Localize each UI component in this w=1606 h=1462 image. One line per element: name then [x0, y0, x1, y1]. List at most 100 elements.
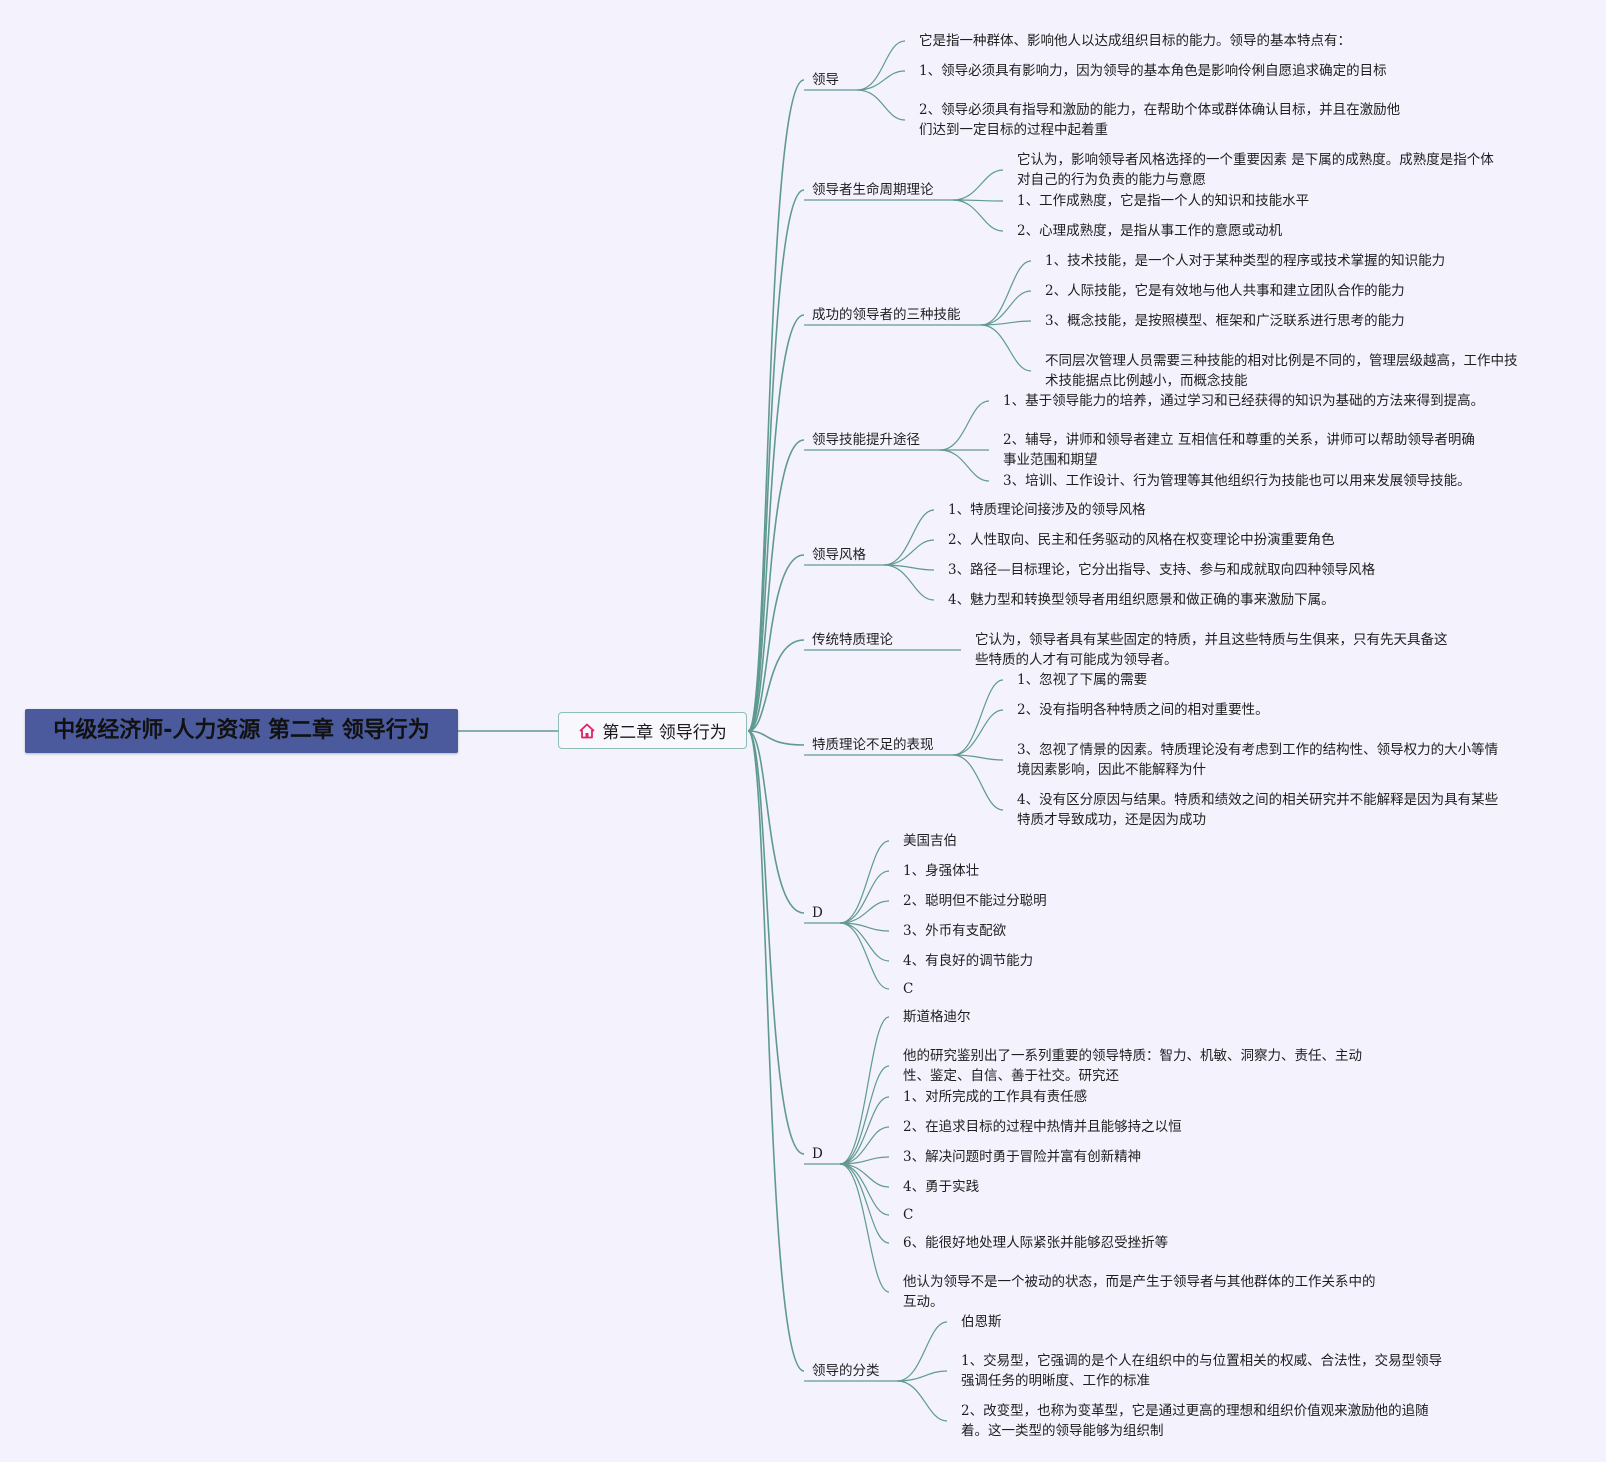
connector-line — [980, 324, 1032, 372]
subtopic[interactable]: 2、辅导，讲师和领导者建立 互相信任和尊重的关系，讲师可以帮助领导者明确 事业范… — [1003, 432, 1475, 468]
subtopic[interactable]: 它是指一种群体、影响他人以达成组织目标的能力。领导的基本特点有： — [919, 33, 1351, 49]
subtopic[interactable]: 2、聪明但不能过分聪明 — [903, 893, 1047, 909]
connector-line — [856, 70, 906, 91]
branch-topic[interactable]: 领导技能提升途径 — [812, 432, 920, 448]
branch-topic[interactable]: D — [812, 905, 823, 921]
subtopic[interactable]: 3、忽视了情景的因素。特质理论没有考虑到工作的结构性、领导权力的大小等情 境因素… — [1017, 742, 1499, 778]
connector-line — [839, 922, 890, 990]
subtopic[interactable]: 1、基于领导能力的培养，通过学习和已经获得的知识为基础的方法来得到提高。 — [1003, 393, 1485, 409]
connector-line — [839, 1096, 890, 1165]
connector-line — [980, 320, 1032, 326]
branch-topic[interactable]: D — [812, 1146, 823, 1162]
connector-line — [939, 449, 990, 482]
subtopic[interactable]: 4、没有区分原因与结果。特质和绩效之间的相关研究并不能解释是因为具有某些 特质才… — [1017, 792, 1499, 828]
connector-line — [883, 539, 935, 566]
connector-line — [747, 730, 805, 914]
subtopic[interactable]: 1、特质理论间接涉及的领导风格 — [948, 502, 1146, 518]
subtopic[interactable]: 2、在追求目标的过程中热情并且能够持之以恒 — [903, 1119, 1182, 1135]
connector-line — [952, 754, 1004, 761]
subtopic[interactable]: 美国吉伯 — [903, 833, 957, 849]
root-topic[interactable]: 中级经济师-人力资源 第二章 领导行为 — [25, 709, 458, 753]
connector-line — [980, 260, 1032, 326]
connector-line — [747, 314, 805, 732]
connector-line — [839, 900, 890, 924]
subtopic[interactable]: 不同层次管理人员需要三种技能的相对比例是不同的，管理层级越高，工作中技 术技能据… — [1045, 353, 1518, 389]
subtopic[interactable]: 4、勇于实践 — [903, 1179, 980, 1195]
subtopic[interactable]: 2、没有指明各种特质之间的相对重要性。 — [1017, 702, 1269, 718]
branch-topic[interactable]: 领导风格 — [812, 547, 866, 563]
branch-topic[interactable]: 领导 — [812, 72, 839, 88]
subtopic[interactable]: 2、心理成熟度，是指从事工作的意愿或动机 — [1017, 223, 1283, 239]
subtopic[interactable]: 它认为，领导者具有某些固定的特质，并且这些特质与生俱来，只有先天具备这 些特质的… — [975, 632, 1448, 668]
connector-line — [856, 89, 906, 121]
connector-line — [747, 730, 805, 1372]
subtopic[interactable]: 3、外币有支配欲 — [903, 923, 1007, 939]
connector-line — [952, 754, 1004, 811]
subtopic[interactable]: C — [903, 1207, 914, 1223]
connector-line — [883, 509, 935, 566]
subtopic[interactable]: 伯恩斯 — [961, 1314, 1002, 1330]
subtopic[interactable]: 6、能很好地处理人际紧张并能够忍受挫折等 — [903, 1235, 1169, 1251]
subtopic[interactable]: 他认为领导不是一个被动的状态，而是产生于领导者与其他群体的工作关系中的 互动。 — [903, 1274, 1376, 1310]
connector-line — [952, 709, 1004, 756]
connector-line — [747, 189, 805, 732]
subtopic[interactable]: 2、改变型，也称为变革型，它是通过更高的理想和组织价值观来激励他的追随 着。这一… — [961, 1403, 1429, 1439]
subtopic[interactable]: 4、有良好的调节能力 — [903, 953, 1034, 969]
home-icon — [579, 723, 595, 738]
connector-line — [747, 554, 805, 732]
connector-line — [896, 1370, 948, 1382]
subtopic[interactable]: 1、交易型，它强调的是个人在组织中的与位置相关的权威、合法性，交易型领导 强调任… — [961, 1353, 1443, 1389]
connector-line — [747, 79, 805, 732]
connector-line — [747, 730, 805, 1155]
subtopic[interactable]: 2、人际技能，它是有效地与他人共事和建立团队合作的能力 — [1045, 283, 1405, 299]
central-topic[interactable]: 第二章 领导行为 — [558, 712, 747, 749]
subtopic[interactable]: 1、技术技能，是一个人对于某种类型的程序或技术掌握的知识能力 — [1045, 253, 1446, 269]
connector-line — [952, 169, 1004, 201]
subtopic[interactable]: 他的研究鉴别出了一系列重要的领导特质：智力、机敏、洞察力、责任、主动 性、鉴定、… — [903, 1048, 1362, 1084]
subtopic[interactable]: 3、解决问题时勇于冒险并富有创新精神 — [903, 1149, 1142, 1165]
subtopic[interactable]: 1、对所完成的工作具有责任感 — [903, 1089, 1088, 1105]
subtopic[interactable]: 斯道格迪尔 — [903, 1009, 971, 1025]
connector-line — [839, 1163, 890, 1244]
subtopic[interactable]: 1、忽视了下属的需要 — [1017, 672, 1148, 688]
branch-topic[interactable]: 特质理论不足的表现 — [812, 737, 934, 753]
subtopic[interactable]: 3、路径—目标理论，它分出指导、支持、参与和成就取向四种领导风格 — [948, 562, 1376, 578]
connector-line — [952, 199, 1004, 232]
connector-line — [747, 439, 805, 732]
connector-line — [839, 1156, 890, 1165]
connector-line — [839, 1163, 890, 1293]
connector-line — [839, 1163, 890, 1216]
subtopic[interactable]: 2、领导必须具有指导和激励的能力，在帮助个体或群体确认目标，并且在激励他 们达到… — [919, 102, 1401, 138]
branch-topic[interactable]: 领导者生命周期理论 — [812, 182, 934, 198]
subtopic[interactable]: 3、概念技能，是按照模型、框架和广泛联系进行思考的能力 — [1045, 313, 1405, 329]
central-topic-label: 第二章 领导行为 — [602, 723, 727, 743]
connector-line — [839, 1016, 890, 1165]
connector-line — [839, 1065, 890, 1165]
branch-topic[interactable]: 传统特质理论 — [812, 632, 893, 648]
connector-line — [839, 840, 890, 924]
connector-line — [747, 639, 805, 732]
connector-line — [896, 1380, 948, 1422]
branch-topic[interactable]: 成功的领导者的三种技能 — [812, 307, 961, 323]
subtopic[interactable]: 2、人性取向、民主和任务驱动的风格在权变理论中扮演重要角色 — [948, 532, 1335, 548]
connector-line — [896, 1321, 948, 1382]
subtopic[interactable]: 1、身强体壮 — [903, 863, 980, 879]
subtopic[interactable]: 1、工作成熟度，它是指一个人的知识和技能水平 — [1017, 193, 1310, 209]
connector-line — [747, 730, 805, 746]
connector-line — [883, 564, 935, 601]
subtopic[interactable]: 3、培训、工作设计、行为管理等其他组织行为技能也可以用来发展领导技能。 — [1003, 473, 1471, 489]
connector-line — [839, 870, 890, 924]
connector-line — [839, 922, 890, 962]
connector-line — [839, 1126, 890, 1165]
subtopic[interactable]: C — [903, 981, 914, 997]
branch-topic[interactable]: 领导的分类 — [812, 1363, 880, 1379]
connector-line — [952, 679, 1004, 756]
subtopic[interactable]: 1、领导必须具有影响力，因为领导的基本角色是影响伶俐自愿追求确定的目标 — [919, 63, 1387, 79]
subtopic[interactable]: 它认为，影响领导者风格选择的一个重要因素 是下属的成熟度。成熟度是指个体 对自己… — [1017, 152, 1494, 188]
connector-line — [856, 40, 906, 91]
subtopic[interactable]: 4、魅力型和转换型领导者用组织愿景和做正确的事来激励下属。 — [948, 592, 1335, 608]
connector-line — [980, 290, 1032, 326]
connector-line — [939, 400, 990, 451]
